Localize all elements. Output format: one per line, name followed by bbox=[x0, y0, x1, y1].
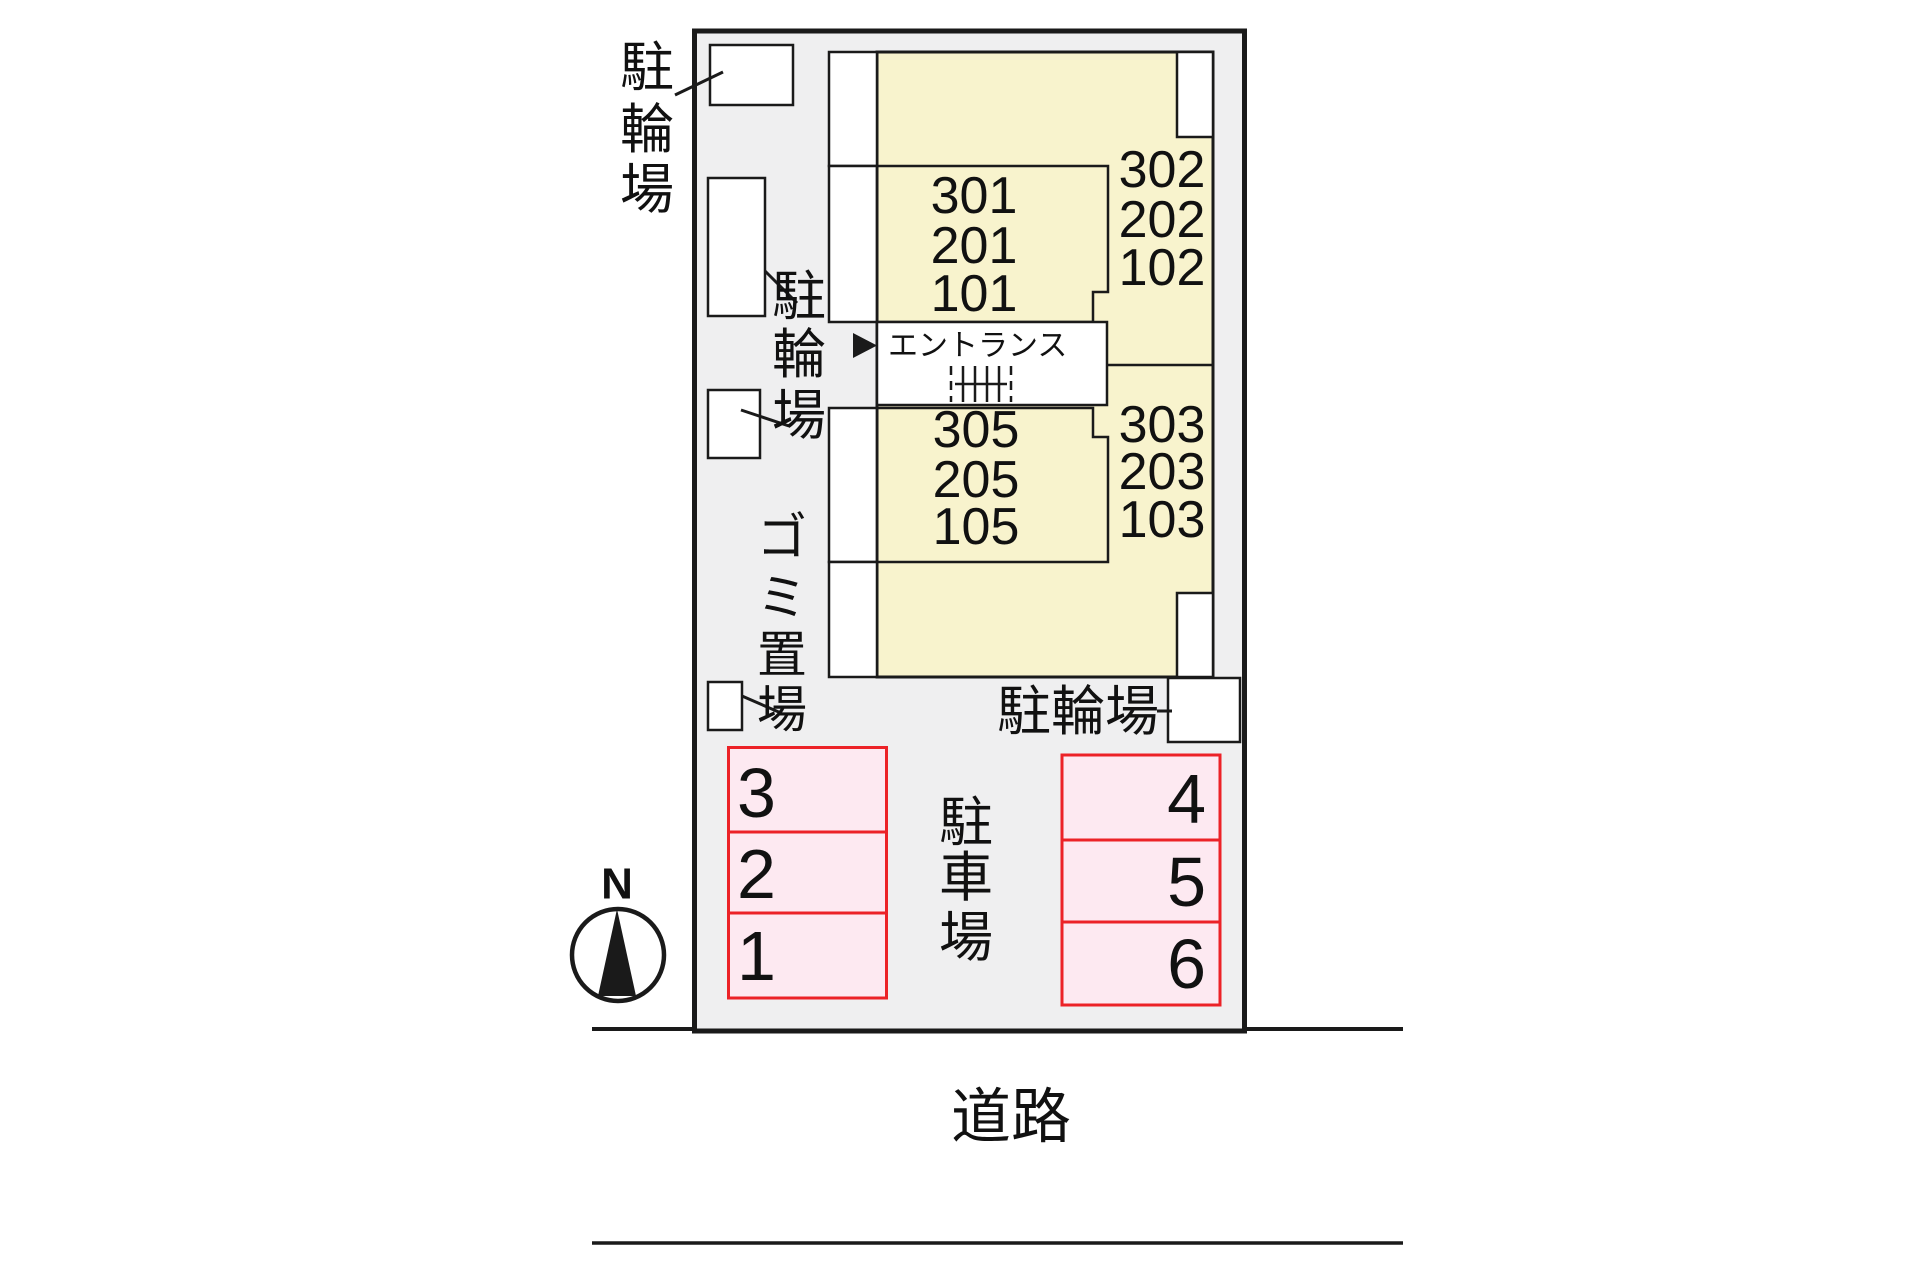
room-label: 302 bbox=[1119, 141, 1206, 199]
parking-spot-2 bbox=[727, 830, 888, 915]
car-parking-label: 駐 車 場 bbox=[939, 793, 993, 968]
label-char: 場 bbox=[772, 386, 826, 446]
parking-spot-number: 6 bbox=[1167, 925, 1206, 1003]
room-label: 201 bbox=[931, 217, 1018, 275]
building-corridor-cell bbox=[827, 406, 879, 564]
bicycle-parking-area-left-small bbox=[706, 388, 762, 460]
parking-spot-3 bbox=[727, 746, 888, 834]
label-char: 場 bbox=[939, 908, 993, 968]
building-notch-top-right bbox=[1175, 50, 1215, 139]
bicycle-parking-label-bottom: 駐輪場 bbox=[997, 682, 1159, 742]
bicycle-parking-label-middle: 駐 輪 場 bbox=[772, 267, 826, 446]
compass-icon: N bbox=[569, 860, 667, 1004]
compass-north-label: N bbox=[601, 860, 633, 909]
label-char: 輪 bbox=[620, 100, 674, 160]
parking-spot-number: 2 bbox=[737, 835, 776, 913]
unit-box-105-205-305 bbox=[875, 406, 1110, 564]
garbage-area-box bbox=[706, 680, 744, 732]
parking-spot-1 bbox=[727, 911, 888, 1000]
stairs-icon bbox=[949, 366, 1013, 402]
parking-spot-number: 3 bbox=[737, 754, 776, 832]
building-notch-bottom-right bbox=[1175, 591, 1215, 679]
room-label: 205 bbox=[933, 451, 1020, 509]
label-char: 場 bbox=[620, 160, 674, 220]
bicycle-parking-area-left bbox=[706, 176, 767, 318]
parking-spot-number: 5 bbox=[1167, 843, 1206, 921]
building-corridor-cell bbox=[827, 164, 879, 324]
label-char: 駐 bbox=[620, 38, 674, 98]
bicycle-parking-label-top: 駐 輪 場 bbox=[620, 38, 674, 220]
leader-line bbox=[763, 269, 799, 305]
label-char: 駐 bbox=[772, 267, 826, 327]
parking-spot-4 bbox=[1060, 753, 1222, 842]
label-char: 置 bbox=[757, 627, 807, 683]
room-label: 101 bbox=[931, 265, 1018, 323]
leader-line bbox=[674, 70, 724, 97]
label-char: 場 bbox=[757, 682, 807, 738]
room-label: 102 bbox=[1119, 239, 1206, 297]
entrance-label: エントランス bbox=[888, 330, 1067, 363]
parking-spot-6 bbox=[1060, 920, 1222, 1007]
room-label: 103 bbox=[1119, 491, 1206, 549]
bicycle-parking-area-bottom bbox=[1166, 676, 1242, 744]
room-label: 303 bbox=[1119, 396, 1206, 454]
room-label: 305 bbox=[933, 401, 1020, 459]
label-char: ゴ bbox=[757, 509, 807, 565]
garbage-area-label: ゴ ミ 置 場 bbox=[757, 509, 807, 738]
bicycle-parking-area-top bbox=[708, 43, 795, 107]
room-label: 202 bbox=[1119, 191, 1206, 249]
entrance-area bbox=[875, 320, 1109, 407]
parking-spot-number: 1 bbox=[737, 917, 776, 995]
leader-line bbox=[740, 408, 790, 428]
room-label: 301 bbox=[931, 167, 1018, 225]
compass-needle bbox=[598, 909, 636, 996]
parking-spot-number: 4 bbox=[1167, 760, 1206, 838]
building-corridor-cell bbox=[827, 50, 879, 168]
room-label: 105 bbox=[933, 498, 1020, 556]
parking-spot-5 bbox=[1060, 838, 1222, 924]
building-corridor-cell bbox=[827, 560, 879, 679]
label-char: 輪 bbox=[772, 325, 826, 385]
label-char: ミ bbox=[757, 570, 807, 626]
label-char: 車 bbox=[939, 848, 993, 908]
leader-line bbox=[741, 694, 782, 715]
room-label: 203 bbox=[1119, 443, 1206, 501]
road-label: 道路 bbox=[951, 1084, 1071, 1151]
entrance-arrow-icon bbox=[853, 333, 877, 358]
label-char: 駐 bbox=[939, 793, 993, 853]
